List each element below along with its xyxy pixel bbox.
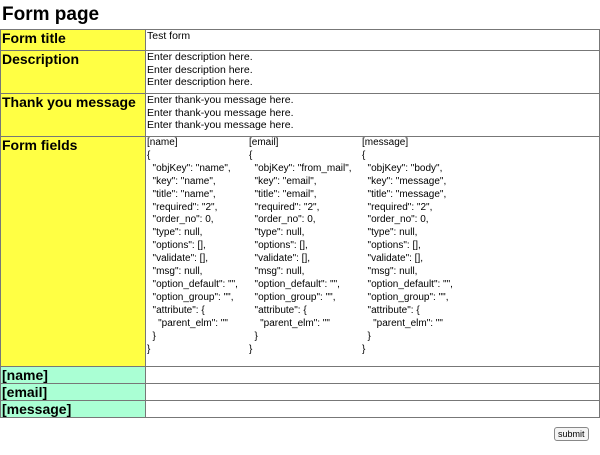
message-field-row: [message] [0,400,600,418]
form-fields-row: Form fields [name] { "objKey": "name", "… [0,136,600,367]
email-field-label: [email] [0,383,146,401]
thank-you-label: Thank you message [0,93,146,137]
thank-you-value: Enter thank-you message here. Enter than… [145,93,600,137]
message-field-label: [message] [0,400,146,418]
form-title-row: Form title Test form [0,29,600,51]
message-field-value [145,400,600,418]
email-field-value [145,383,600,401]
thank-you-line: Enter thank-you message here. [147,106,294,119]
name-field-row: [name] [0,366,600,384]
thank-you-row: Thank you message Enter thank-you messag… [0,93,600,137]
description-row: Description Enter description here. Ente… [0,50,600,94]
name-field-label: [name] [0,366,146,384]
description-value: Enter description here. Enter descriptio… [145,50,600,94]
thank-you-line: Enter thank-you message here. [147,94,294,106]
form-fields-label: Form fields [0,136,146,367]
page-title: Form page [2,4,100,25]
field-definition-email: [email] { "objKey": "from_mail", "key": … [249,137,352,355]
form-fields-grid: [name] { "objKey": "name", "key": "name"… [147,137,598,356]
email-field-row: [email] [0,383,600,401]
field-definition-message: [message] { "objKey": "body", "key": "me… [362,137,453,355]
description-line: Enter description here. [147,63,253,76]
form-title-label: Form title [0,29,146,51]
description-label: Description [0,50,146,94]
name-field-value [145,366,600,384]
submit-button[interactable]: submit [554,427,589,441]
field-definition-name: [name] { "objKey": "name", "key": "name"… [147,137,238,355]
thank-you-line: Enter thank-you message here. [147,119,294,131]
description-line: Enter description here. [147,51,253,63]
form-fields-value: [name] { "objKey": "name", "key": "name"… [145,136,600,367]
form-table: Form title Test form Description Enter d… [0,29,600,418]
description-line: Enter description here. [147,76,253,88]
form-title-value: Test form [145,29,600,51]
